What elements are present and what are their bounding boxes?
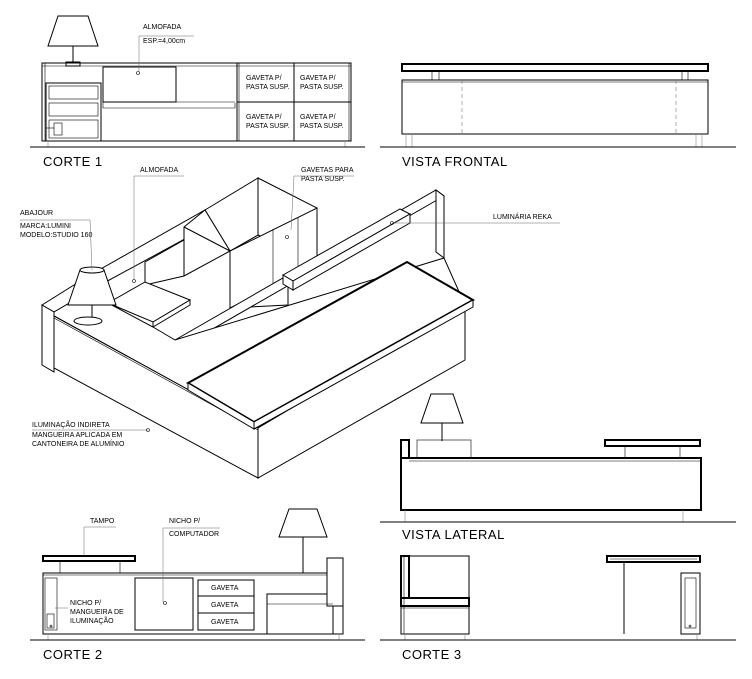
drawer-label: GAVETA P/ [300, 75, 336, 82]
drawer-label: GAVETA [211, 585, 239, 592]
lamp-label: ABAJOUR [20, 210, 53, 217]
corte-1-view: GAVETA P/ PASTA SUSP. GAVETA P/ PASTA SU… [30, 15, 365, 169]
lamp-brand-label: MARCA:LUMINI [20, 223, 71, 230]
tabletop [42, 555, 136, 562]
drawer-label: PASTA SUSP. [300, 84, 344, 91]
indirect-lighting-label: CANTONEIRA DE ALUMÍNIO [32, 439, 125, 448]
tabletop-label: TAMPO [90, 518, 115, 525]
view-title: VISTA FRONTAL [402, 154, 508, 169]
drawers-label: GAVETAS PARA [301, 167, 354, 174]
section-body [400, 555, 470, 635]
cushion-thickness-label: ESP.=4,00cm [143, 38, 185, 45]
lateral-tabletop [604, 439, 701, 447]
view-title: VISTA LATERAL [402, 527, 505, 542]
drawers-label: PASTA SUSP. [301, 176, 345, 183]
cushion-label: ALMOFADA [140, 167, 178, 174]
drawer-label: GAVETA P/ [246, 75, 282, 82]
section-cushion [400, 597, 470, 607]
corte-3-view: CORTE 3 [380, 555, 736, 662]
drawer-label: GAVETA [211, 619, 239, 626]
hose-niche-label: MANGUEIRA DE [70, 609, 124, 616]
drawer-label: PASTA SUSP. [246, 123, 290, 130]
left-drawer-unit [45, 82, 102, 142]
vista-lateral-view: VISTA LATERAL [380, 393, 736, 542]
drawer-label: PASTA SUSP. [246, 84, 290, 91]
lamp-shade [47, 15, 99, 47]
indirect-lighting-label: MANGUEIRA APLICADA EM [32, 432, 122, 439]
drawer-label: GAVETA [211, 602, 239, 609]
drawer-stack [197, 579, 255, 631]
view-title: CORTE 3 [402, 647, 462, 662]
hose-niche-label: ILUMINAÇÃO [70, 616, 114, 625]
isometric-view: ALMOFADA GAVETAS PARA PASTA SUSP. ABAJOU… [20, 167, 560, 479]
computer-niche-label: COMPUTADOR [169, 531, 219, 538]
tabletop [401, 63, 709, 72]
computer-niche [134, 577, 194, 631]
lateral-body [400, 457, 702, 511]
drawer-label: GAVETA P/ [300, 114, 336, 121]
lamp-shade [420, 393, 464, 424]
indirect-lighting-label: ILUMINAÇÃO INDIRETA [32, 420, 110, 429]
computer-niche-label: NICHO P/ [169, 518, 200, 525]
desk-front [401, 79, 709, 135]
drawer-label: GAVETA P/ [246, 114, 282, 121]
vista-frontal-view: VISTA FRONTAL [380, 63, 736, 169]
cushion [102, 66, 177, 103]
cushion-label: ALMOFADA [143, 24, 181, 31]
hose-niche-label: NICHO P/ [70, 600, 101, 607]
lamp-model-label: MODELO:STUDIO 160 [20, 232, 92, 239]
view-title: CORTE 1 [43, 154, 103, 169]
drawer-label: PASTA SUSP. [300, 123, 344, 130]
iso-lamp-base [73, 316, 103, 326]
lamp-shade [278, 508, 328, 538]
corte-2-view: GAVETA GAVETA GAVETA TAMPO NICHO P/ COMP… [30, 508, 365, 662]
view-title: CORTE 2 [43, 647, 103, 662]
luminaire-label: LUMINÁRIA REKA [493, 212, 552, 221]
